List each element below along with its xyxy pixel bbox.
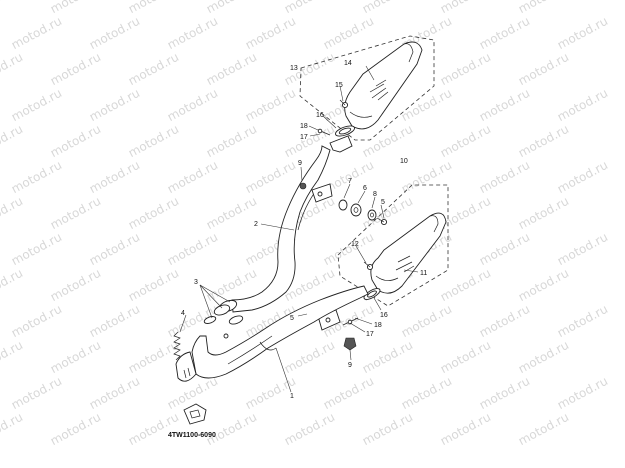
bolt-12 (363, 261, 374, 271)
callout-1: 1 (290, 393, 294, 400)
leader-lines (179, 65, 419, 393)
bolt-9-lower (343, 337, 357, 351)
callout-9-lower: 9 (348, 362, 352, 369)
lower-silencer (370, 212, 447, 294)
callout-4: 4 (181, 310, 185, 317)
callout-3: 3 (194, 279, 198, 286)
callout-5-lower: 5 (290, 315, 294, 322)
callout-15: 15 (335, 82, 343, 89)
bolt-15 (339, 99, 349, 109)
bolt-17-18-lower (342, 317, 359, 326)
callout-9-upper: 9 (298, 160, 302, 167)
callout-labels: 13 14 15 16 18 17 9 10 7 6 8 5 2 12 11 3… (168, 60, 427, 439)
callout-17-lower: 17 (366, 331, 374, 338)
bolt-5-upper (376, 217, 388, 226)
gasket-16-lower (363, 288, 381, 300)
washer-6 (350, 203, 362, 217)
callout-17-upper: 17 (300, 134, 308, 141)
callout-10: 10 (400, 158, 408, 165)
exhaust-pipe-1 (175, 285, 369, 382)
gasket-16-upper (335, 125, 355, 137)
callout-18-upper: 18 (300, 123, 308, 130)
callout-6: 6 (363, 185, 367, 192)
bolt-9-upper (299, 182, 307, 190)
callout-13: 13 (290, 65, 298, 72)
exhaust-pipe-2 (231, 145, 333, 313)
callout-8: 8 (373, 191, 377, 198)
group-box-lower-muffler (337, 184, 449, 307)
callout-5-upper: 5 (381, 199, 385, 206)
washer-8 (367, 209, 377, 221)
callout-14: 14 (344, 60, 352, 67)
bolt-17-upper (317, 128, 331, 136)
callout-2: 2 (254, 221, 258, 228)
upper-silencer (344, 41, 423, 130)
callout-16-upper: 16 (316, 112, 324, 119)
callout-16-lower: 16 (380, 312, 388, 319)
gasket-bottom (183, 403, 207, 425)
callout-12: 12 (351, 241, 359, 248)
bolt-small-3 (223, 333, 229, 339)
callout-7: 7 (348, 178, 352, 185)
clamp-upper (329, 135, 353, 153)
diagram-code: 4TW1100-6090 (168, 432, 216, 439)
clamp-set-3 (203, 299, 244, 325)
callout-11: 11 (420, 270, 427, 277)
spring-4 (173, 331, 181, 361)
callout-18-lower: 18 (374, 322, 382, 329)
group-box-upper-muffler (299, 35, 435, 141)
spacer-7 (338, 199, 348, 211)
